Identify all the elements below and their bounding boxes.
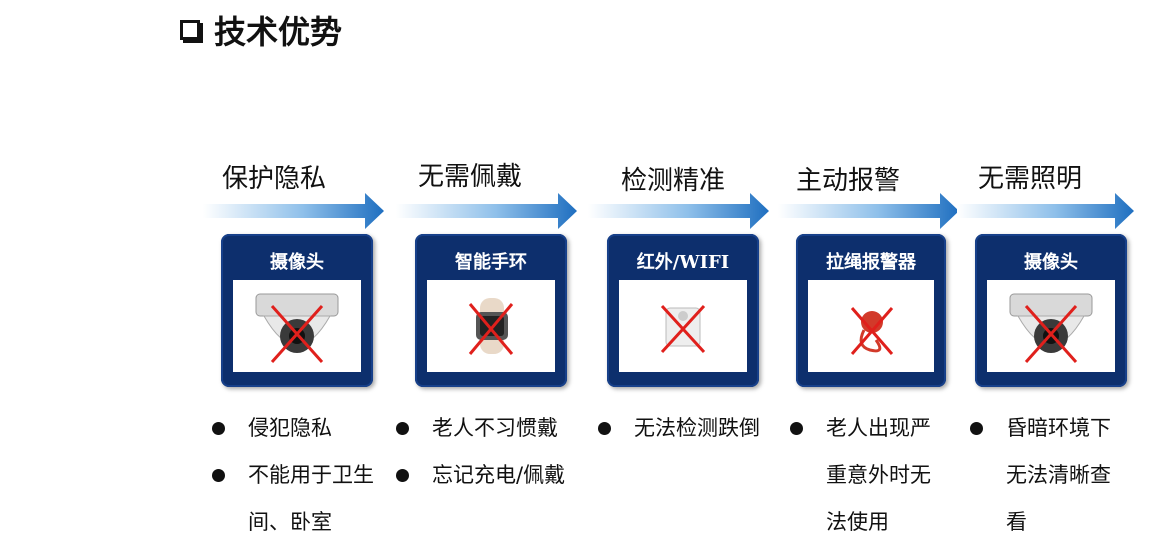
page-title: 技术优势 bbox=[180, 10, 343, 51]
bullet-list: 侵犯隐私 不能用于卫生间、卧室 bbox=[208, 405, 383, 546]
card-title: 摄像头 bbox=[270, 252, 324, 273]
card-title: 智能手环 bbox=[455, 252, 527, 273]
bullet-dot-icon bbox=[598, 422, 611, 435]
card-image bbox=[233, 280, 361, 372]
bullet-item: 侵犯隐私 bbox=[208, 405, 383, 452]
checkbox-square-icon bbox=[180, 20, 200, 40]
bullet-dot-icon bbox=[790, 422, 803, 435]
advantage-heading: 无需照明 bbox=[978, 164, 1083, 194]
arrow-right-icon bbox=[203, 193, 384, 229]
advantage-heading: 检测精准 bbox=[621, 166, 726, 196]
bullet-item: 无法检测跌倒 bbox=[594, 405, 779, 452]
bullet-dot-icon bbox=[970, 422, 983, 435]
arrow-right-icon bbox=[588, 193, 769, 229]
dome-camera-icon bbox=[255, 293, 339, 363]
comparison-card: 红外/WIFI bbox=[607, 234, 759, 387]
bullet-list: 无法检测跌倒 bbox=[594, 405, 779, 452]
card-title: 拉绳报警器 bbox=[826, 252, 916, 273]
bullet-list: 老人不习惯戴 忘记充电/佩戴 bbox=[392, 405, 592, 499]
card-title: 红外/WIFI bbox=[636, 252, 730, 273]
arrow-right-icon bbox=[957, 193, 1134, 229]
card-image bbox=[808, 280, 934, 372]
pull-cord-alarm-icon bbox=[850, 307, 894, 355]
bullet-item: 忘记充电/佩戴 bbox=[392, 452, 592, 499]
comparison-card: 智能手环 bbox=[415, 234, 567, 387]
arrow-right-icon bbox=[396, 193, 577, 229]
bullet-dot-icon bbox=[212, 422, 225, 435]
bullet-item: 老人不习惯戴 bbox=[392, 405, 592, 452]
page-title-text: 技术优势 bbox=[214, 13, 343, 51]
comparison-card: 拉绳报警器 bbox=[796, 234, 946, 387]
card-title: 摄像头 bbox=[1024, 252, 1078, 273]
card-image bbox=[987, 280, 1115, 372]
bullet-list: 昏暗环境下无法清晰查看 bbox=[966, 405, 1131, 546]
advantage-heading: 保护隐私 bbox=[222, 164, 327, 194]
advantage-heading: 主动报警 bbox=[796, 166, 901, 196]
bullet-item: 不能用于卫生间、卧室 bbox=[208, 452, 383, 546]
card-image bbox=[427, 280, 555, 372]
bullet-list: 老人出现严重意外时无法使用 bbox=[786, 405, 946, 546]
bullet-item: 老人出现严重意外时无法使用 bbox=[786, 405, 946, 546]
bullet-dot-icon bbox=[212, 469, 225, 482]
card-image bbox=[619, 280, 747, 372]
bullet-item: 昏暗环境下无法清晰查看 bbox=[966, 405, 1131, 546]
arrow-right-icon bbox=[778, 193, 959, 229]
bullet-dot-icon bbox=[396, 422, 409, 435]
bullet-dot-icon bbox=[396, 469, 409, 482]
comparison-card: 摄像头 bbox=[975, 234, 1127, 387]
smart-band-icon bbox=[468, 298, 514, 355]
comparison-card: 摄像头 bbox=[221, 234, 373, 387]
dome-camera-icon bbox=[1009, 293, 1093, 363]
infrared-sensor-icon bbox=[660, 304, 706, 354]
advantage-heading: 无需佩戴 bbox=[418, 162, 523, 192]
